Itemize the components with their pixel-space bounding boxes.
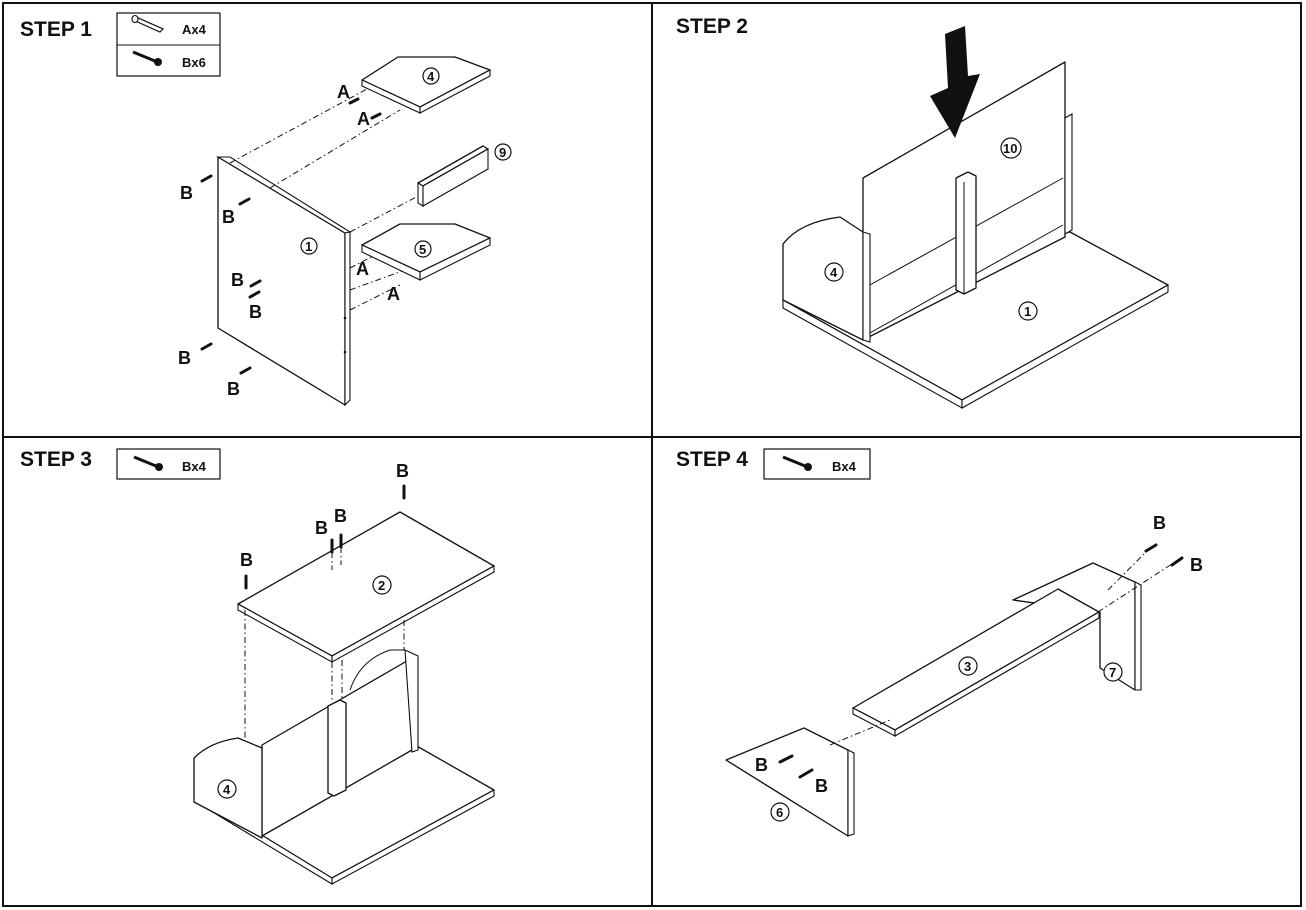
- part-4-badge: [422, 67, 440, 85]
- label-a: A: [356, 259, 369, 279]
- part-4-badge: [824, 262, 844, 282]
- dowel-qty: Ax4: [182, 22, 207, 37]
- screw-icon: [249, 279, 262, 288]
- part-4-badge: [217, 779, 237, 799]
- screw-icon: [798, 768, 814, 779]
- step-4-hardware-box: Bx4: [763, 448, 871, 480]
- part-4-number: 4: [427, 69, 435, 84]
- dowel-icon: [131, 14, 165, 33]
- part-1-number: 1: [305, 239, 312, 254]
- part-1-badge: [300, 237, 318, 255]
- screw-icon: [132, 50, 162, 66]
- part-10-badge: [1000, 137, 1022, 159]
- label-b: B: [180, 183, 193, 203]
- part-4-number: 4: [830, 265, 838, 280]
- step-1-panel: STEP 1 Ax4 Bx6: [20, 12, 512, 407]
- part-4-shelf: [361, 56, 491, 114]
- part-2-top-panel: [237, 511, 495, 663]
- screw-icon: [200, 342, 213, 351]
- part-4-number: 4: [223, 782, 231, 797]
- part-4-side-panel: [782, 216, 871, 343]
- part-7-number: 7: [1109, 665, 1116, 680]
- step-3-title: STEP 3: [20, 448, 92, 471]
- part-3-number: 3: [964, 659, 971, 674]
- label-b: B: [178, 348, 191, 368]
- part-5-number: 5: [419, 242, 426, 257]
- label-a: A: [357, 109, 370, 129]
- part-1-number: 1: [1024, 304, 1031, 319]
- screw-qty: Bx4: [182, 459, 207, 474]
- down-arrow-icon: [930, 26, 980, 138]
- part-9-badge: [494, 143, 512, 161]
- part-2-number: 2: [378, 578, 385, 593]
- label-b: B: [315, 518, 328, 538]
- step-2-panel: STEP 2 10 4 1: [676, 15, 1169, 409]
- screw-icon: [1144, 543, 1158, 553]
- part-1-base: [782, 231, 1169, 409]
- step-4-panel: STEP 4 Bx4 7 3 6: [676, 448, 1203, 837]
- label-b: B: [1190, 555, 1203, 575]
- part-1-side-panel: [216, 156, 352, 407]
- part-10-number: 10: [1003, 141, 1017, 156]
- screw-icon: [782, 455, 812, 471]
- step-3-panel: STEP 3 Bx4 2: [20, 448, 495, 885]
- step-4-title: STEP 4: [676, 448, 748, 471]
- part-9-rail: [417, 145, 489, 207]
- part-5-badge: [414, 240, 432, 258]
- step-2-title: STEP 2: [676, 15, 748, 38]
- label-b: B: [396, 461, 409, 481]
- part-9-number: 9: [499, 145, 506, 160]
- label-b: B: [1153, 513, 1166, 533]
- part-3-shelf: [852, 588, 1100, 737]
- part-6-side-panel: [725, 727, 855, 837]
- screw-icon: [200, 174, 213, 183]
- label-b: B: [815, 776, 828, 796]
- screw-icon: [778, 754, 794, 764]
- label-b: B: [222, 207, 235, 227]
- part-3-badge: [958, 656, 978, 676]
- center-divider: [955, 171, 977, 295]
- screw-icon: [133, 455, 163, 471]
- screw-qty: Bx4: [832, 459, 857, 474]
- part-2-badge: [372, 575, 392, 595]
- label-b: B: [227, 379, 240, 399]
- part-6-number: 6: [776, 805, 783, 820]
- part-1-badge: [1018, 301, 1038, 321]
- label-b: B: [249, 302, 262, 322]
- screw-icon: [1170, 556, 1184, 567]
- screw-icon: [239, 366, 252, 375]
- label-b: B: [240, 550, 253, 570]
- label-b: B: [231, 270, 244, 290]
- step-1-title: STEP 1: [20, 18, 92, 41]
- label-b: B: [755, 755, 768, 775]
- label-a: A: [387, 284, 400, 304]
- label-a: A: [337, 82, 350, 102]
- part-7-badge: [1103, 662, 1123, 682]
- label-b: B: [334, 506, 347, 526]
- screw-icon: [238, 197, 251, 206]
- step-1-hardware-box: Ax4 Bx6: [116, 12, 221, 77]
- part-7-side-panel: [1012, 562, 1142, 691]
- screw-icon: [248, 290, 261, 299]
- step-3-hardware-box: Bx4: [116, 448, 221, 480]
- screw-qty: Bx6: [182, 55, 206, 70]
- part-6-badge: [770, 802, 790, 822]
